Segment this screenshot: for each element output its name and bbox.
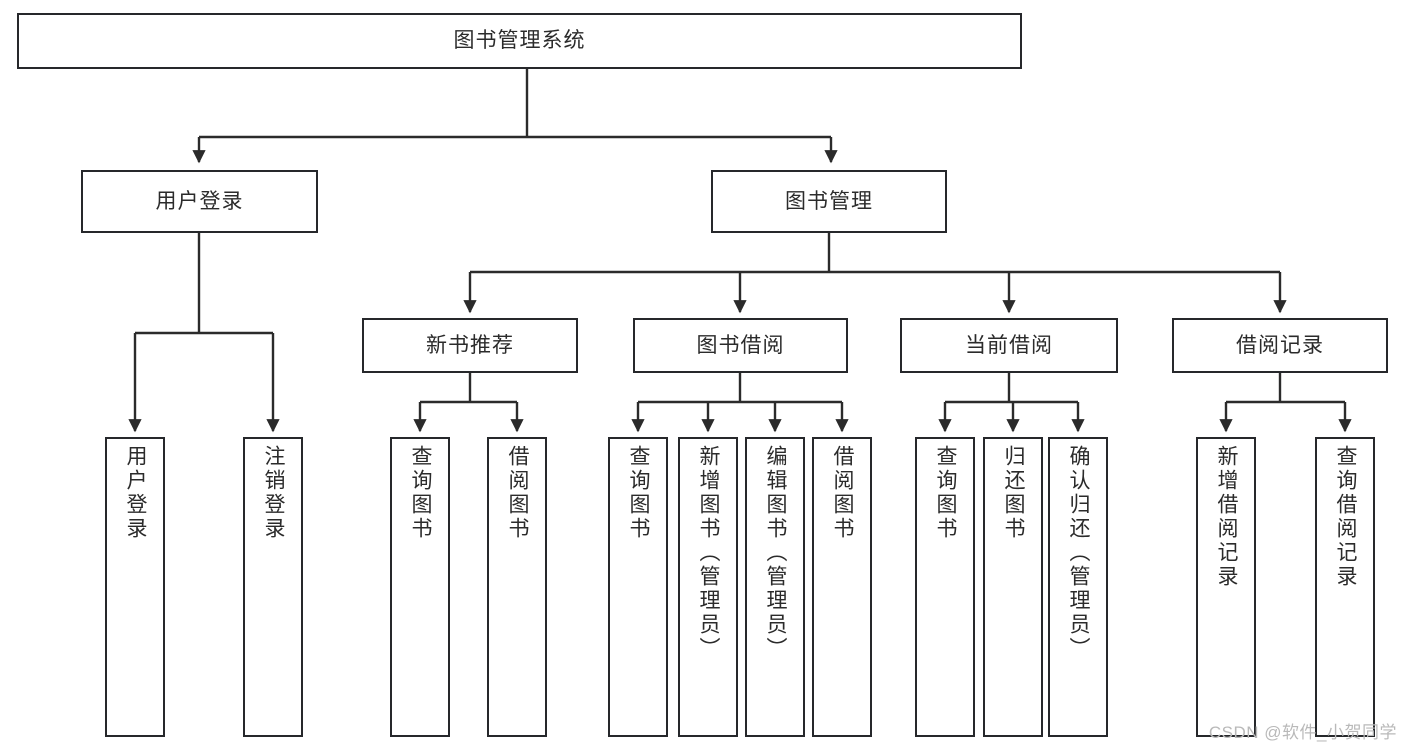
leaf-node[interactable]: 新增借阅记录 — [1196, 437, 1256, 737]
node-book-borrow[interactable]: 图书借阅 — [633, 318, 848, 373]
leaf-node-label: 注销登录 — [262, 445, 285, 541]
leaf-node[interactable]: 注销登录 — [243, 437, 303, 737]
leaf-node-label: 借阅图书 — [506, 445, 529, 541]
leaf-node-label: 查询图书 — [409, 445, 432, 541]
leaf-node[interactable]: 借阅图书 — [812, 437, 872, 737]
leaf-node[interactable]: 查询借阅记录 — [1315, 437, 1375, 737]
leaf-node-label: 用户登录 — [124, 445, 147, 541]
leaf-node[interactable]: 新增图书（管理员） — [678, 437, 738, 737]
leaf-node-label: 确认归还（管理员） — [1067, 445, 1090, 661]
leaf-node[interactable]: 借阅图书 — [487, 437, 547, 737]
leaf-node-label: 查询图书 — [934, 445, 957, 541]
node-root-label: 图书管理系统 — [453, 29, 586, 52]
node-root[interactable]: 图书管理系统 — [17, 13, 1022, 69]
node-user-login[interactable]: 用户登录 — [81, 170, 318, 233]
node-current-borrow[interactable]: 当前借阅 — [900, 318, 1118, 373]
csdn-watermark: CSDN @软件_小贺同学 — [1208, 723, 1397, 742]
leaf-node-label: 归还图书 — [1002, 445, 1025, 541]
leaf-node-label: 新增借阅记录 — [1215, 445, 1238, 589]
node-book-management-label: 图书管理 — [785, 189, 873, 213]
leaf-node[interactable]: 归还图书 — [983, 437, 1043, 737]
leaf-node[interactable]: 查询图书 — [390, 437, 450, 737]
node-borrow-record[interactable]: 借阅记录 — [1172, 318, 1388, 373]
node-new-book-recommend-label: 新书推荐 — [426, 333, 514, 357]
leaf-node-label: 新增图书（管理员） — [697, 445, 720, 661]
node-new-book-recommend[interactable]: 新书推荐 — [362, 318, 578, 373]
leaf-node-label: 编辑图书（管理员） — [764, 445, 787, 661]
node-user-login-label: 用户登录 — [155, 189, 244, 213]
leaf-node-label: 查询借阅记录 — [1334, 445, 1357, 589]
leaf-node[interactable]: 用户登录 — [105, 437, 165, 737]
leaf-node-label: 借阅图书 — [831, 445, 854, 541]
node-book-borrow-label: 图书借阅 — [696, 333, 785, 357]
leaf-node[interactable]: 查询图书 — [915, 437, 975, 737]
leaf-node-label: 查询图书 — [627, 445, 650, 541]
node-borrow-record-label: 借阅记录 — [1236, 333, 1324, 357]
node-book-management[interactable]: 图书管理 — [711, 170, 947, 233]
leaf-node[interactable]: 查询图书 — [608, 437, 668, 737]
node-current-borrow-label: 当前借阅 — [965, 333, 1053, 357]
leaf-node[interactable]: 确认归还（管理员） — [1048, 437, 1108, 737]
leaf-node[interactable]: 编辑图书（管理员） — [745, 437, 805, 737]
